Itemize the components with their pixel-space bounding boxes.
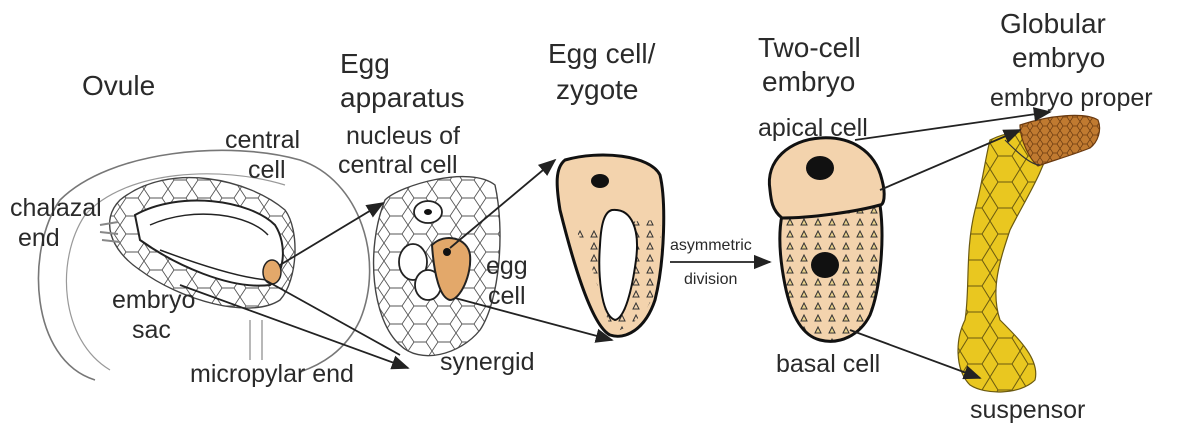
label-asymmetric: asymmetric — [670, 238, 752, 254]
label-embryo-sac-line2: sac — [132, 318, 171, 343]
label-micropylar-end: micropylar end — [190, 362, 354, 387]
label-embryo-sac-line1: embryo — [112, 288, 195, 313]
title-globular-line2: embryo — [1012, 44, 1105, 72]
title-ovule: Ovule — [82, 72, 155, 100]
title-globular-line1: Globular — [1000, 10, 1106, 38]
label-basal-cell: basal cell — [776, 352, 880, 377]
label-division: division — [684, 272, 737, 288]
label-egg-cell-line1: egg — [486, 254, 528, 279]
egg-apparatus-drawing — [374, 177, 500, 356]
label-chalazal-end-line2: end — [18, 226, 60, 251]
globular-embryo-drawing — [958, 115, 1100, 392]
label-egg-cell-line2: cell — [488, 284, 526, 309]
title-two-cell-line1: Two-cell — [758, 34, 861, 62]
label-nucleus-line2: central cell — [338, 153, 458, 178]
two-cell-embryo-drawing — [769, 138, 884, 341]
label-embryo-proper: embryo proper — [990, 86, 1153, 111]
label-apical-cell: apical cell — [758, 116, 868, 141]
title-egg-cell-line2: zygote — [556, 76, 639, 104]
label-synergid: synergid — [440, 350, 535, 375]
label-central-cell-line1: central — [225, 128, 300, 153]
embryo-proper-shape — [1020, 115, 1100, 166]
title-egg-apparatus-line2: apparatus — [340, 84, 465, 112]
title-two-cell-line2: embryo — [762, 68, 855, 96]
label-chalazal-end-line1: chalazal — [10, 196, 102, 221]
label-suspensor: suspensor — [970, 398, 1085, 423]
zygote-drawing — [557, 155, 664, 336]
label-nucleus-line1: nucleus of — [346, 124, 460, 149]
suspensor-shape — [958, 132, 1050, 392]
title-egg-cell-line1: Egg cell/ — [548, 40, 655, 68]
label-central-cell-line2: cell — [248, 158, 286, 183]
title-egg-apparatus-line1: Egg — [340, 50, 390, 78]
ovule-drawing — [38, 150, 369, 380]
